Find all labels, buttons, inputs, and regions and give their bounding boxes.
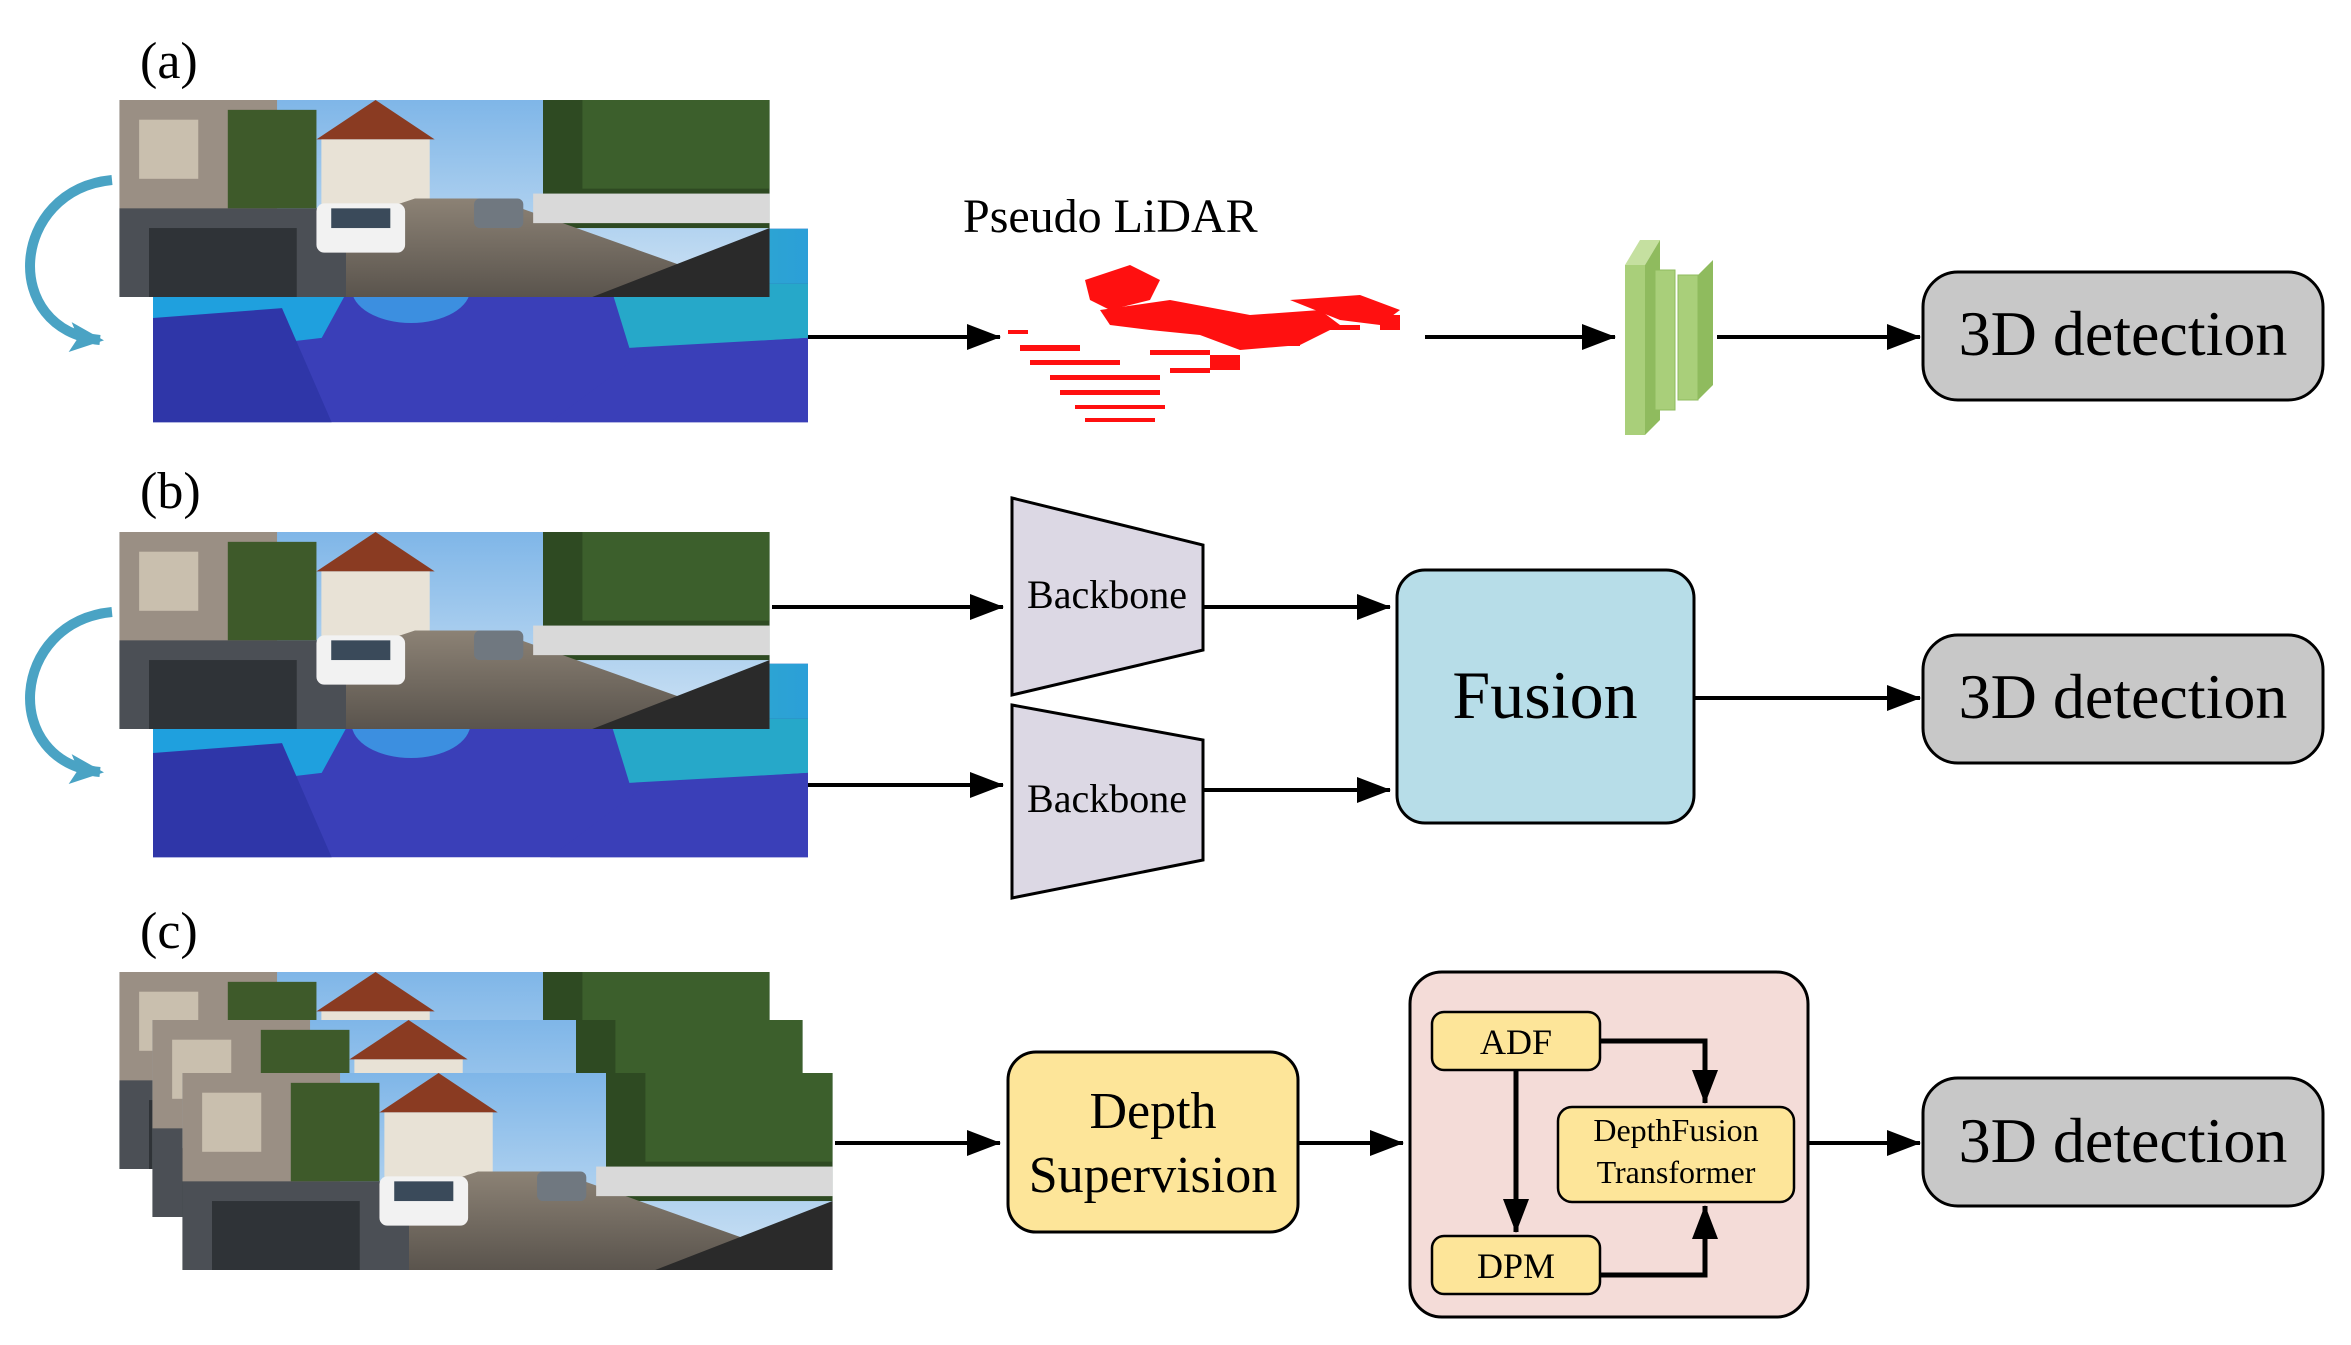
transformer-line1: DepthFusion [1593, 1112, 1758, 1148]
panel-b-label: (b) [140, 463, 201, 520]
backbone-top-label: Backbone [1027, 572, 1187, 617]
pseudo-lidar-label: Pseudo LiDAR [963, 190, 1258, 243]
panel-c-detection-box: 3D detection [1921, 1076, 2325, 1208]
panel-a-camera-image [119, 100, 770, 297]
depth-supervision-line1: Depth [1089, 1083, 1216, 1140]
panel-b-detection-label: 3D detection [1959, 661, 2288, 732]
adf-label: ADF [1480, 1022, 1552, 1062]
dpm-label: DPM [1477, 1246, 1555, 1286]
backbone-bottom-label: Backbone [1027, 776, 1187, 821]
backbone-top: Backbone [1010, 496, 1205, 697]
depthfusion-module: ADF DPM DepthFusion Transformer [1408, 970, 1810, 1319]
stacked-frame-3 [182, 1073, 833, 1270]
backbone-bottom: Backbone [1010, 703, 1205, 900]
panel-c-image-stack [119, 972, 833, 1270]
fusion-label: Fusion [1452, 657, 1637, 733]
panel-a: (a) Pseudo LiDAR [25, 33, 2325, 435]
panel-a-curved-arrow [25, 175, 113, 352]
depth-supervision-box: Depth Supervision [1006, 1050, 1300, 1234]
dpm-block: DPM [1430, 1234, 1602, 1296]
panel-b-detection-box: 3D detection [1921, 633, 2325, 765]
panel-a-detection-box: 3D detection [1921, 270, 2325, 402]
panel-b: (b) Backbone Backbone Fusion 3D detectio… [25, 463, 2325, 900]
panel-a-label: (a) [140, 33, 198, 90]
adf-block: ADF [1430, 1010, 1602, 1072]
pseudo-lidar-point-cloud [1008, 265, 1400, 422]
fusion-box: Fusion [1395, 568, 1696, 825]
cnn-feature-block [1625, 240, 1713, 435]
panel-b-curved-arrow [25, 607, 113, 784]
panel-c-detection-label: 3D detection [1959, 1105, 2288, 1176]
panel-c-label: (c) [140, 903, 198, 960]
transformer-line2: Transformer [1597, 1154, 1756, 1190]
adf-to-transformer-arrow [1600, 1038, 1718, 1104]
depth-supervision-line2: Supervision [1029, 1147, 1277, 1204]
panel-b-camera-image [119, 532, 770, 729]
dpm-to-transformer-arrow [1600, 1205, 1718, 1278]
panel-a-detection-label: 3D detection [1959, 298, 2288, 369]
depthfusion-transformer-block: DepthFusion Transformer [1556, 1105, 1796, 1204]
panel-c: (c) Depth Supervision ADF DPM [119, 903, 2325, 1319]
